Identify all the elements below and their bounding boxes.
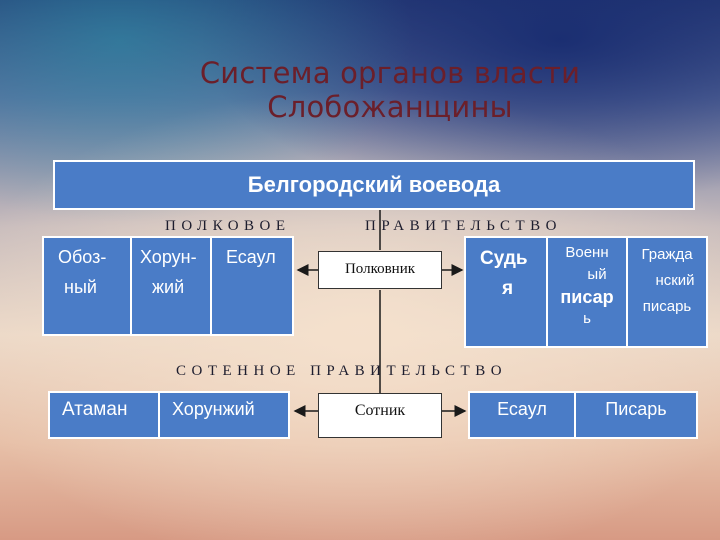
khorunzhiy-line1: Хорун- xyxy=(140,247,197,267)
colonel-box: Полковник xyxy=(318,251,442,289)
sotnik-box: Сотник xyxy=(318,393,442,438)
colonel-label: Полковник xyxy=(344,261,416,277)
hundred-right-group: Есаул Писарь xyxy=(468,391,698,439)
cell-esaul: Есаул xyxy=(210,238,292,334)
regimental-label-right: ПРАВИТЕЛЬСТВО xyxy=(365,218,562,234)
cell-grazhdanskiy-pisar: Гражда нский писарь xyxy=(626,238,706,346)
cell-hundred-esaul: Есаул xyxy=(470,393,574,437)
khorunzhiy-line2: жий xyxy=(152,277,185,297)
grazhdanskiy-line2: нский xyxy=(655,272,695,289)
voennyi-line2: ый xyxy=(587,266,607,283)
ataman-label: Атаман xyxy=(62,399,128,420)
voevoda-label: Белгородский воевода xyxy=(247,172,501,197)
grazhdanskiy-line1: Гражда xyxy=(641,246,693,263)
sotnik-label: Сотник xyxy=(354,402,406,419)
hundred-label: СОТЕННОЕ ПРАВИТЕЛЬСТВО xyxy=(176,363,508,379)
voennyi-line1: Военн xyxy=(565,244,609,261)
cell-oboznyi: Обоз- ный xyxy=(44,238,130,334)
voennyi-line4: ь xyxy=(583,310,591,327)
regimental-right-group: Судь я Военн ый писар ь Гражда нский пис… xyxy=(464,236,708,348)
grazhdanskiy-line3: писарь xyxy=(642,298,692,315)
sudya-line2: я xyxy=(502,278,514,299)
cell-ataman: Атаман xyxy=(50,393,158,437)
hundred-khorunzhiy-label: Хорунжий xyxy=(172,399,255,419)
cell-sudya: Судь я xyxy=(466,238,546,346)
hundred-pisar-label: Писарь xyxy=(605,399,667,419)
cell-hundred-khorunzhiy: Хорунжий xyxy=(158,393,288,437)
oboznyi-line2: ный xyxy=(64,277,97,297)
title-line-2: Слобожанщины xyxy=(267,90,513,124)
regimental-left-group: Обоз- ный Хорун- жий Есаул xyxy=(42,236,294,336)
esaul-line1: Есаул xyxy=(226,247,276,267)
regimental-label-left: ПОЛКОВОЕ xyxy=(165,218,291,234)
hundred-esaul-label: Есаул xyxy=(497,399,547,419)
voennyi-line3: писар xyxy=(560,287,614,307)
sudya-line1: Судь xyxy=(480,248,528,269)
title-line-1: Система органов власти xyxy=(199,56,581,90)
hundred-left-group: Атаман Хорунжий xyxy=(48,391,290,439)
cell-voennyi-pisar: Военн ый писар ь xyxy=(546,238,626,346)
oboznyi-line1: Обоз- xyxy=(58,247,107,267)
cell-khorunzhiy: Хорун- жий xyxy=(130,238,210,334)
voevoda-box: Белгородский воевода xyxy=(53,160,695,210)
page-title: Система органов власти Слобожанщины xyxy=(150,56,630,124)
cell-hundred-pisar: Писарь xyxy=(574,393,696,437)
